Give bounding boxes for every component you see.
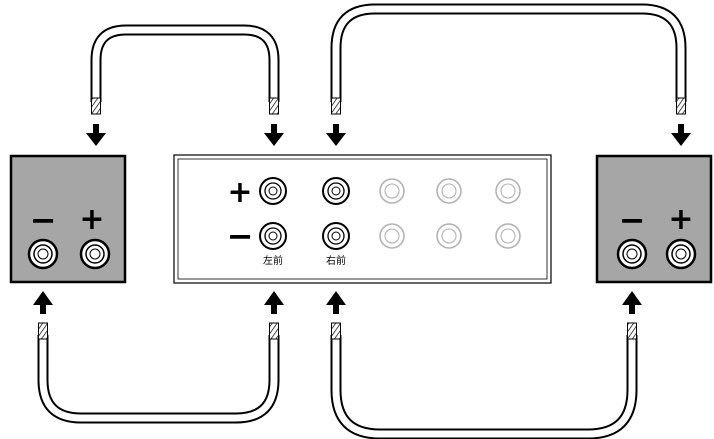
terminal-front-left-minus xyxy=(259,222,287,250)
speaker-right-body xyxy=(595,154,713,284)
wire-bottom-left xyxy=(37,335,280,424)
terminal-icon xyxy=(616,238,648,270)
wire-tip xyxy=(269,322,279,340)
wire-tip xyxy=(331,322,341,340)
amp-plus-label: + xyxy=(227,175,252,210)
arrows-up xyxy=(33,291,642,314)
wire-tip xyxy=(269,97,279,115)
label-front-right: 右前 xyxy=(326,254,346,267)
arrow-down-icon xyxy=(326,124,346,146)
terminal-icon xyxy=(665,238,697,270)
terminal-front-right-plus xyxy=(322,177,350,205)
arrow-down-icon xyxy=(671,124,691,146)
wire-tip xyxy=(676,97,686,115)
arrow-down-icon xyxy=(86,124,106,146)
wire-tip xyxy=(331,97,341,115)
speaker-left-minus-label: − xyxy=(30,201,57,239)
terminal-inactive xyxy=(379,178,521,249)
terminal-icon xyxy=(79,238,111,270)
terminal-icon xyxy=(27,238,59,270)
speaker-right: − + xyxy=(595,154,713,284)
speaker-right-minus-label: − xyxy=(619,201,646,239)
arrow-up-icon xyxy=(33,291,53,314)
arrow-up-icon xyxy=(264,291,284,314)
arrow-down-icon xyxy=(264,124,284,146)
speaker-right-plus-label: + xyxy=(668,202,693,237)
wire-tip xyxy=(38,322,48,340)
wire-top-left xyxy=(90,24,280,102)
speaker-left-body xyxy=(9,154,127,284)
wire-end-bottom xyxy=(38,322,637,340)
arrows-down xyxy=(86,124,691,146)
wire-tip xyxy=(91,97,101,115)
amp-terminal-panel: + − xyxy=(173,154,552,284)
arrow-up-icon xyxy=(326,291,346,314)
wire-end-top xyxy=(91,97,686,115)
label-front-left: 左前 xyxy=(263,254,283,267)
speaker-left-plus-label: + xyxy=(79,202,104,237)
wire-bottom-right xyxy=(330,335,638,439)
amp-minus-label: − xyxy=(227,217,254,255)
wire-tip xyxy=(627,322,637,340)
terminal-front-left-plus xyxy=(259,177,287,205)
arrow-up-icon xyxy=(622,291,642,314)
terminal-front-right-minus xyxy=(322,222,350,250)
speaker-left: − + xyxy=(9,154,127,284)
wire-top-right xyxy=(330,3,687,102)
